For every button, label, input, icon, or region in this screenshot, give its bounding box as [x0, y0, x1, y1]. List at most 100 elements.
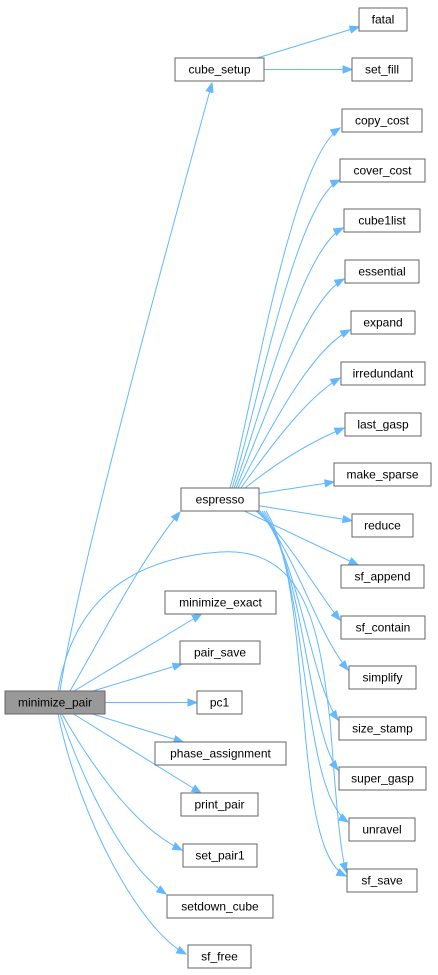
edge-arrowhead	[330, 609, 341, 622]
edge-minimize_pair-to-sf_save	[57, 551, 348, 874]
node-sf-contain[interactable]: sf_contain	[340, 615, 426, 640]
edge-espresso-to-sf_save	[265, 510, 348, 877]
node-simplify[interactable]: simplify	[348, 665, 417, 690]
node-print-pair[interactable]: print_pair	[180, 792, 259, 817]
edge-arrowhead	[341, 514, 354, 524]
node-box	[180, 792, 259, 817]
edge-arrowhead	[337, 813, 350, 823]
edge-espresso-to-last_gasp	[244, 427, 346, 489]
edge-espresso-to-super_gasp	[261, 510, 339, 772]
edge-cube_setup-to-fatal	[256, 25, 361, 59]
node-box	[180, 487, 260, 512]
node-essential[interactable]: essential	[344, 259, 420, 284]
edge-minimize_pair-to-phase_assignment	[92, 713, 185, 744]
edge-espresso-to-expand	[237, 329, 352, 489]
node-sf-free[interactable]: sf_free	[187, 944, 252, 969]
node-set-fill[interactable]: set_fill	[351, 57, 413, 82]
node-box	[166, 894, 274, 919]
node-label: expand	[363, 316, 402, 330]
edge-arrowhead	[175, 945, 188, 955]
node-make-sparse[interactable]: make_sparse	[333, 462, 432, 487]
edge-espresso-to-unravel	[263, 510, 350, 823]
edge-line	[59, 713, 167, 895]
node-cover-cost[interactable]: cover_cost	[339, 158, 426, 183]
node-label: copy_cost	[355, 114, 410, 128]
edge-minimize_pair-to-cube_setup	[59, 81, 214, 692]
node-sf-append[interactable]: sf_append	[340, 564, 425, 589]
edge-minimize_pair-to-pc1	[105, 698, 199, 707]
edge-espresso-to-make_sparse	[258, 479, 336, 494]
node-box	[341, 108, 423, 133]
edge-arrowhead	[329, 377, 342, 387]
edge-line	[57, 713, 187, 955]
edge-arrowhead	[333, 278, 346, 288]
node-label: simplify	[362, 671, 402, 685]
edge-arrowhead	[347, 557, 360, 566]
node-expand[interactable]: expand	[350, 310, 416, 335]
node-label: fatal	[372, 13, 395, 27]
node-label: espresso	[196, 493, 245, 507]
edge-arrowhead	[329, 709, 339, 722]
node-box	[338, 716, 427, 741]
edge-arrowhead	[171, 842, 184, 851]
node-box	[164, 590, 277, 615]
node-label: size_stamp	[352, 722, 413, 736]
edge-arrowhead	[323, 479, 336, 488]
node-box	[344, 412, 422, 437]
node-sf-save[interactable]: sf_save	[346, 868, 418, 893]
node-pc1[interactable]: pc1	[196, 690, 243, 715]
node-box	[350, 310, 416, 335]
node-label: cover_cost	[353, 164, 412, 178]
node-cube1list[interactable]: cube1list	[343, 208, 421, 233]
node-unravel[interactable]: unravel	[348, 817, 416, 842]
node-label: cube_setup	[188, 63, 250, 77]
edge-arrowhead	[205, 81, 214, 94]
node-copy-cost[interactable]: copy_cost	[341, 108, 423, 133]
edge-line	[69, 511, 181, 692]
node-label: unravel	[362, 823, 401, 837]
node-minimize-exact[interactable]: minimize_exact	[164, 590, 277, 615]
node-box	[351, 513, 414, 538]
edge-line	[92, 663, 183, 692]
edge-line	[92, 713, 184, 743]
edge-arrowhead	[329, 179, 342, 188]
node-irredundant[interactable]: irredundant	[340, 361, 426, 386]
edge-arrowhead	[348, 25, 361, 34]
node-label: setdown_cube	[181, 900, 259, 914]
node-box	[154, 741, 287, 766]
edge-line	[57, 551, 347, 873]
edge-line	[61, 713, 183, 851]
node-box	[344, 259, 420, 284]
node-pair-save[interactable]: pair_save	[179, 640, 261, 665]
edge-arrowhead	[339, 861, 348, 874]
edge-arrowhead	[155, 885, 168, 895]
node-label: sf_save	[361, 874, 403, 888]
node-box	[339, 158, 426, 183]
edge-minimize_pair-to-setdown_cube	[59, 713, 168, 895]
node-espresso[interactable]: espresso	[180, 487, 260, 512]
node-box	[340, 361, 426, 386]
node-label: phase_assignment	[170, 747, 271, 761]
edge-arrowhead	[190, 784, 203, 794]
node-label: pair_save	[194, 646, 246, 660]
node-reduce[interactable]: reduce	[351, 513, 414, 538]
nodes-layer: fatal cube_setup set_fill copy_cost cover_co…	[4, 7, 432, 969]
node-set-pair1[interactable]: set_pair1	[182, 843, 258, 868]
node-super-gasp[interactable]: super_gasp	[338, 766, 427, 791]
edge-espresso-to-essential	[235, 278, 346, 489]
node-setdown-cube[interactable]: setdown_cube	[166, 894, 274, 919]
node-fatal[interactable]: fatal	[358, 7, 408, 32]
edge-espresso-to-cover_cost	[231, 179, 342, 489]
node-size-stamp[interactable]: size_stamp	[338, 716, 427, 741]
node-box	[340, 564, 425, 589]
node-phase-assignment[interactable]: phase_assignment	[154, 741, 287, 766]
node-last-gasp[interactable]: last_gasp	[344, 412, 422, 437]
edge-line	[229, 127, 341, 489]
edge-minimize_pair-to-sf_free	[57, 713, 188, 955]
node-box	[4, 690, 106, 715]
edge-line	[231, 179, 341, 489]
node-minimize-pair[interactable]: minimize_pair	[4, 690, 106, 715]
node-label: essential	[358, 265, 405, 279]
node-label: minimize_pair	[18, 696, 92, 710]
node-cube-setup[interactable]: cube_setup	[174, 57, 265, 82]
